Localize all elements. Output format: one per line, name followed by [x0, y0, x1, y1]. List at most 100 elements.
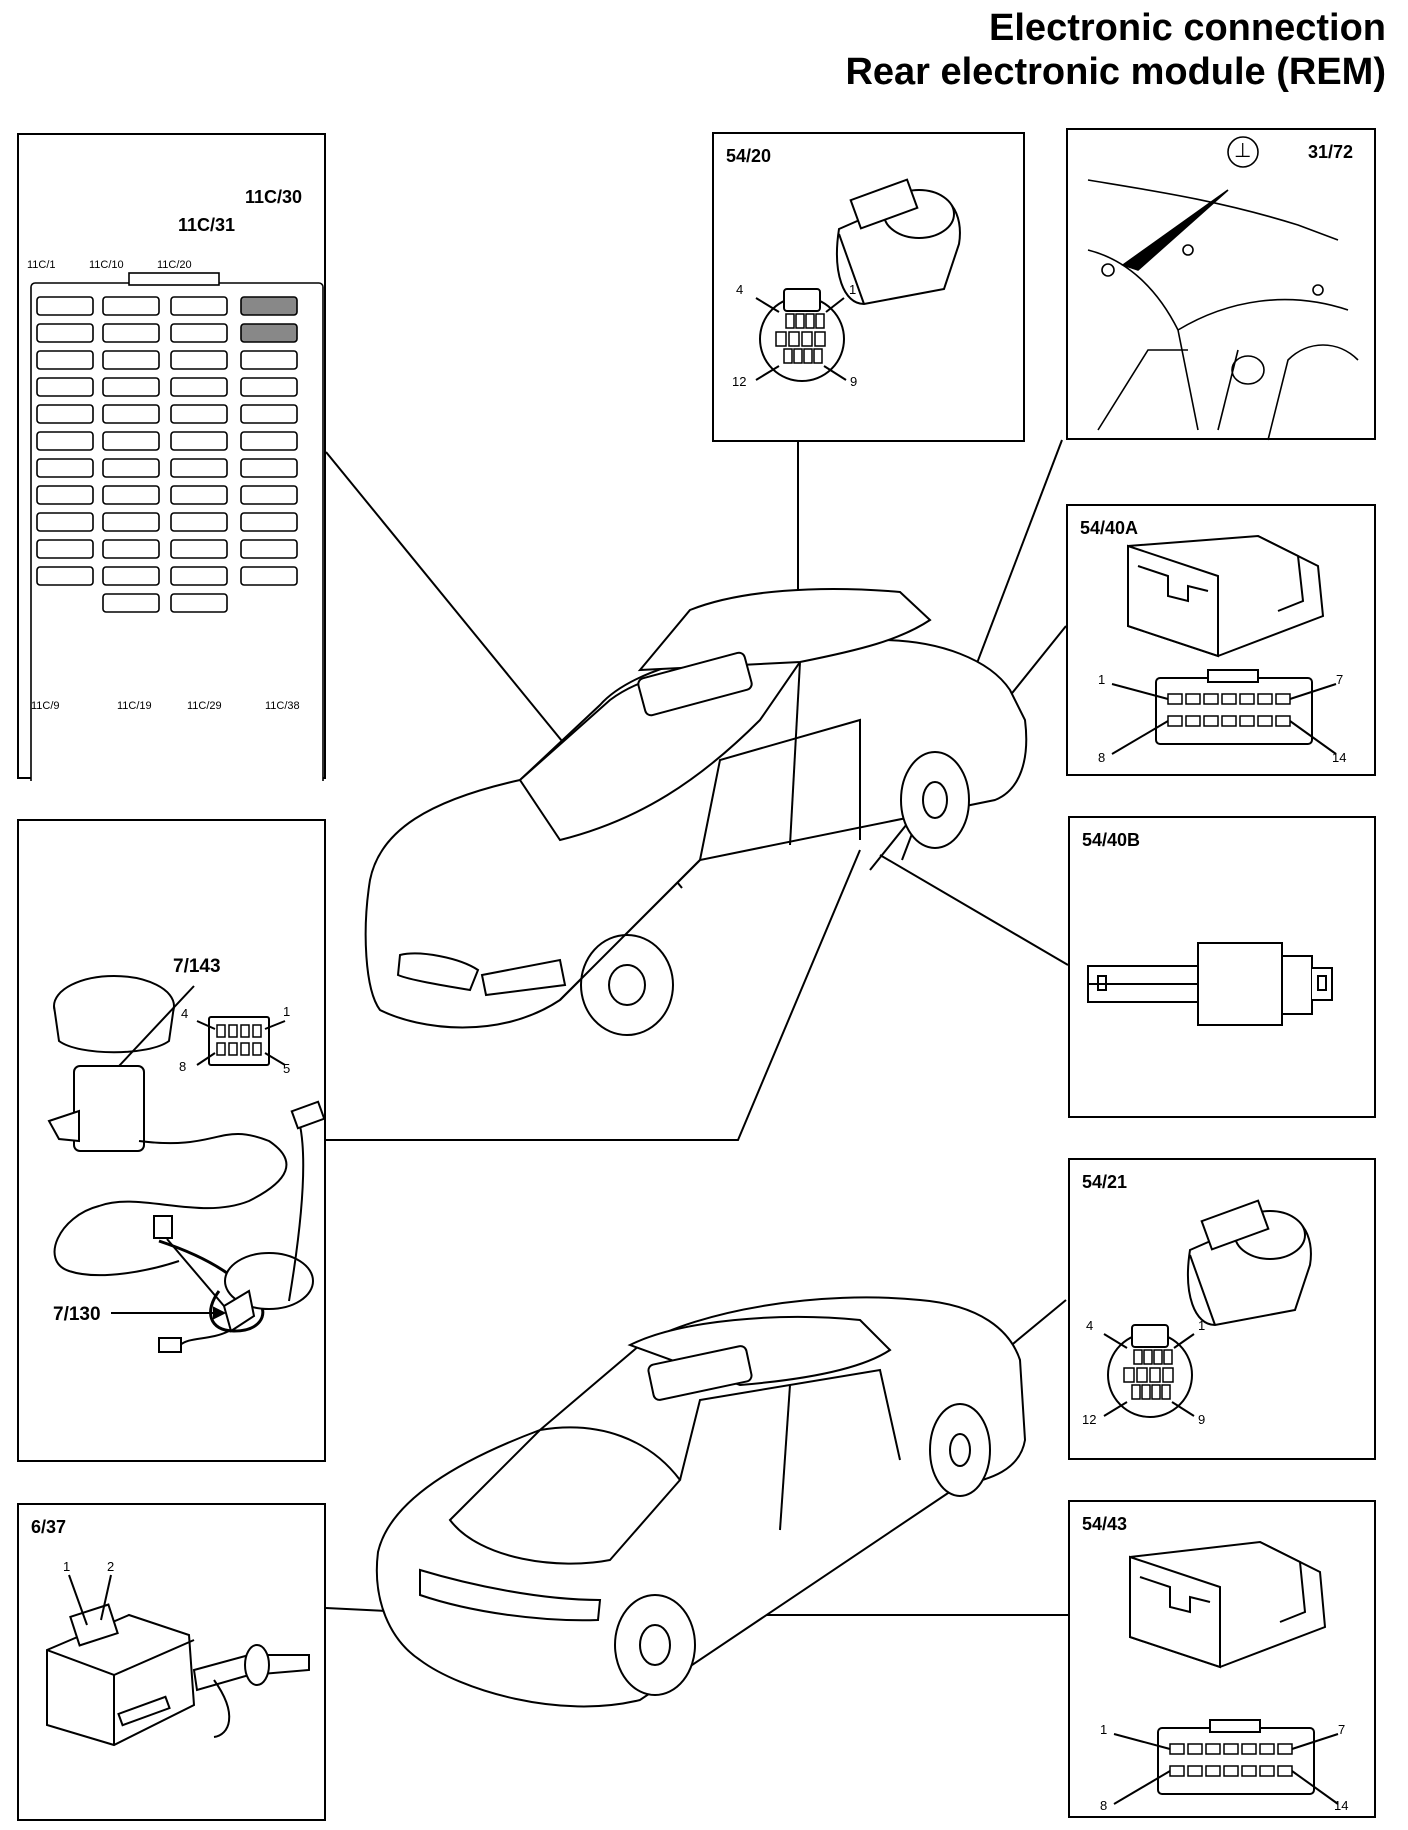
pin-54-40a-8: 8 [1098, 750, 1106, 765]
panel-54-20: 54/20 4 1 12 9 [712, 132, 1025, 442]
pin-54-40a-1: 1 [1098, 672, 1106, 687]
ground-symbol-icon: ⊥ [1234, 140, 1252, 162]
panel-fuel-pump: 7/143 7/130 [17, 819, 326, 1462]
pin-54-21-1: 1 [1198, 1318, 1206, 1333]
fuse-slot [240, 512, 298, 532]
connector-54-40a-drawing [1111, 534, 1337, 755]
title-line-1: Electronic connection [989, 7, 1386, 49]
pin-54-43-14: 14 [1334, 1798, 1349, 1813]
panel-6-37: 6/37 1 2 [17, 1503, 326, 1821]
connector-54-43-drawing [1113, 1540, 1339, 1805]
fuse-slot [36, 296, 94, 316]
fuse-panel: 11C/30 11C/31 11C/1 11C/10 11C/20 11C/9 … [17, 133, 326, 781]
pin-54-43-8: 8 [1100, 1798, 1108, 1813]
actuator-label-6-37: 6/37 [31, 1517, 67, 1537]
fuse-bottom-label-19: 11C/19 [117, 700, 152, 712]
panel-54-43: 54/43 1 7 8 14 [1068, 1500, 1376, 1818]
fuse-slot-highlighted [240, 323, 298, 343]
pin-54-40a-7: 7 [1336, 672, 1344, 687]
fuse-grid [30, 272, 324, 781]
pin-6-37-1: 1 [63, 1559, 71, 1574]
panel-54-21: 54/21 4 1 12 9 [1068, 1158, 1376, 1460]
fuse-slot [36, 458, 94, 478]
fuse-slot [170, 377, 228, 397]
pin-54-43-1: 1 [1100, 1722, 1108, 1737]
fuse-slot [36, 512, 94, 532]
fuse-slot [170, 350, 228, 370]
pin-7-143-1: 1 [283, 1004, 291, 1019]
fuse-label-11c31: 11C/31 [178, 215, 236, 235]
fuse-slot [240, 350, 298, 370]
connector-54-20-drawing [755, 178, 961, 382]
fuse-slot [102, 323, 160, 343]
connector-label-54-40b: 54/40B [1082, 830, 1141, 850]
pin-7-143-5: 5 [283, 1061, 291, 1076]
fuse-slot [102, 296, 160, 316]
ground-label-31-72: 31/72 [1308, 142, 1354, 162]
fuse-slot [36, 377, 94, 397]
fuse-slot [240, 458, 298, 478]
fuse-top-label-10: 11C/10 [89, 259, 124, 271]
fuel-pump-label-7-130: 7/130 [53, 1304, 101, 1325]
fuse-slot [36, 539, 94, 559]
fuel-pump-label-7-143: 7/143 [173, 956, 221, 977]
leader-fuel-pump [326, 849, 861, 1141]
connector-label-54-21: 54/21 [1082, 1172, 1128, 1192]
fuse-slot [240, 404, 298, 424]
fuse-bottom-label-38: 11C/38 [265, 700, 300, 712]
pin-54-40a-14: 14 [1332, 750, 1347, 765]
fuse-slot [102, 512, 160, 532]
fuel-pump-drawing [47, 975, 326, 1353]
pin-54-20-12: 12 [732, 374, 747, 389]
pin-54-21-4: 4 [1086, 1318, 1094, 1333]
fuse-slot [36, 566, 94, 586]
ground-31-72-drawing [1087, 136, 1359, 441]
connector-label-54-43: 54/43 [1082, 1514, 1128, 1534]
fuse-slot [102, 458, 160, 478]
panel-54-40b: 54/40B [1068, 816, 1376, 1118]
fuse-slot [36, 350, 94, 370]
page-title: Electronic connection Rear electronic mo… [845, 6, 1386, 94]
title-line-2: Rear electronic module (REM) [845, 51, 1386, 93]
leader-54-40b [879, 854, 1069, 966]
fuse-slot [170, 512, 228, 532]
fuse-slot [170, 593, 228, 613]
pin-7-143-4: 4 [181, 1006, 189, 1021]
fuse-slot [170, 458, 228, 478]
car-rear-view [375, 1296, 1027, 1708]
pin-54-43-7: 7 [1338, 1722, 1346, 1737]
fuse-slot [102, 404, 160, 424]
fuse-slot [102, 539, 160, 559]
fuse-label-11c30: 11C/30 [245, 187, 303, 207]
panel-54-40a: 54/40A 1 7 8 14 [1066, 504, 1376, 776]
fuse-slot [240, 431, 298, 451]
fuse-slot [240, 566, 298, 586]
fuse-slot [36, 404, 94, 424]
pin-7-143-8: 8 [179, 1059, 187, 1074]
panel-31-72: 31/72 ⊥ [1066, 128, 1376, 441]
fuse-slot [102, 485, 160, 505]
fuse-slot [102, 431, 160, 451]
fuse-slot [170, 485, 228, 505]
pin-54-21-9: 9 [1198, 1412, 1206, 1427]
fuse-slot [240, 377, 298, 397]
fuse-slot [170, 296, 228, 316]
connector-label-54-20: 54/20 [726, 146, 772, 166]
fuse-slot [170, 323, 228, 343]
fuse-slot [170, 431, 228, 451]
pin-54-20-1: 1 [849, 282, 857, 297]
fuse-bottom-label-9: 11C/9 [31, 700, 60, 712]
fuse-bottom-label-29: 11C/29 [187, 700, 222, 712]
pin-54-20-9: 9 [850, 374, 858, 389]
car-front-view [364, 588, 1028, 1036]
connector-54-40b-drawing [1087, 942, 1333, 1026]
fuse-top-label-1: 11C/1 [27, 259, 56, 271]
actuator-6-37-drawing [46, 1574, 310, 1747]
pin-54-20-4: 4 [736, 282, 744, 297]
fuse-slot [240, 485, 298, 505]
fuse-box-tab [128, 272, 220, 286]
fuse-slot [170, 539, 228, 559]
fuse-slot [102, 350, 160, 370]
fuse-slot [240, 539, 298, 559]
